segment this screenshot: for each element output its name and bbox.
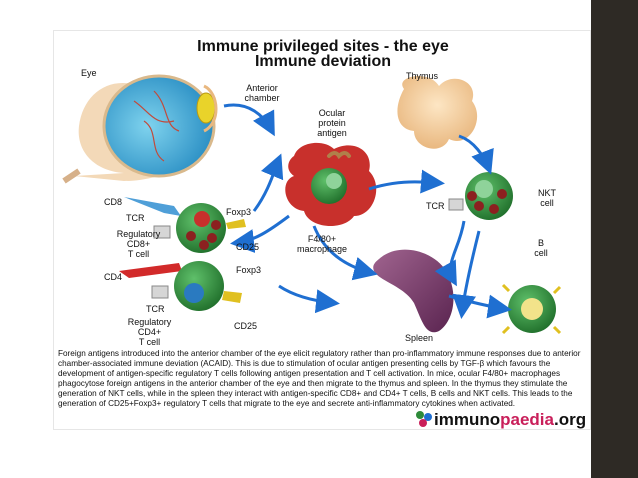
slide: Immune privileged sites - the eye Immune… <box>53 30 591 430</box>
diagram-caption: Foreign antigens introduced into the ant… <box>58 349 581 408</box>
label-nkt-cell: NKT cell <box>538 188 556 208</box>
slide-subtitle: Immune deviation <box>254 53 392 70</box>
label-b-cell: B cell <box>534 238 548 258</box>
label-spleen: Spleen <box>404 333 434 343</box>
logo-part-immuno: immuno <box>434 410 501 429</box>
slide-title: Immune privileged sites - the eye <box>197 38 449 55</box>
immunopaedia-logo-icon <box>416 411 432 427</box>
eye-illustration <box>62 74 218 184</box>
macrophage-illustration <box>285 142 377 227</box>
logo-part-org: .org <box>553 410 587 429</box>
label-cd25-top: CD25 <box>236 242 260 252</box>
immunopaedia-logo: immunopaedia.org <box>434 410 586 430</box>
label-foxp3-bottom: Foxp3 <box>236 265 262 275</box>
label-foxp3-top: Foxp3 <box>226 207 252 217</box>
label-thymus: Thymus <box>405 71 438 81</box>
immune-deviation-diagram <box>62 74 562 335</box>
thymus-illustration <box>397 75 478 149</box>
label-tcr-nkt: TCR <box>426 201 445 211</box>
b-cell <box>501 283 562 335</box>
label-anterior-chamber: Anterior chamber <box>244 83 280 103</box>
regulatory-cd8-cell <box>124 197 246 253</box>
label-tcr-top: TCR <box>126 213 145 223</box>
label-tcr-bottom: TCR <box>146 304 165 314</box>
label-ocular-protein-antigen: Ocular protein antigen <box>317 108 347 138</box>
nkt-cell <box>448 172 513 220</box>
label-cd8: CD8 <box>104 197 123 207</box>
label-regulatory-cd4: Regulatory CD4+ T cell <box>127 317 172 347</box>
regulatory-cd4-cell <box>119 261 242 311</box>
pathway-arrows <box>223 103 512 319</box>
label-cd25-bottom: CD25 <box>234 321 258 331</box>
label-eye: Eye <box>81 68 97 78</box>
side-bar <box>591 0 638 478</box>
label-regulatory-cd8: Regulatory CD8+ T cell <box>116 229 161 259</box>
label-macrophage: F4/80+ macrophage <box>296 234 348 254</box>
label-cd4: CD4 <box>104 272 123 282</box>
spleen-illustration <box>373 249 454 333</box>
logo-part-paedia: paedia <box>500 410 554 429</box>
